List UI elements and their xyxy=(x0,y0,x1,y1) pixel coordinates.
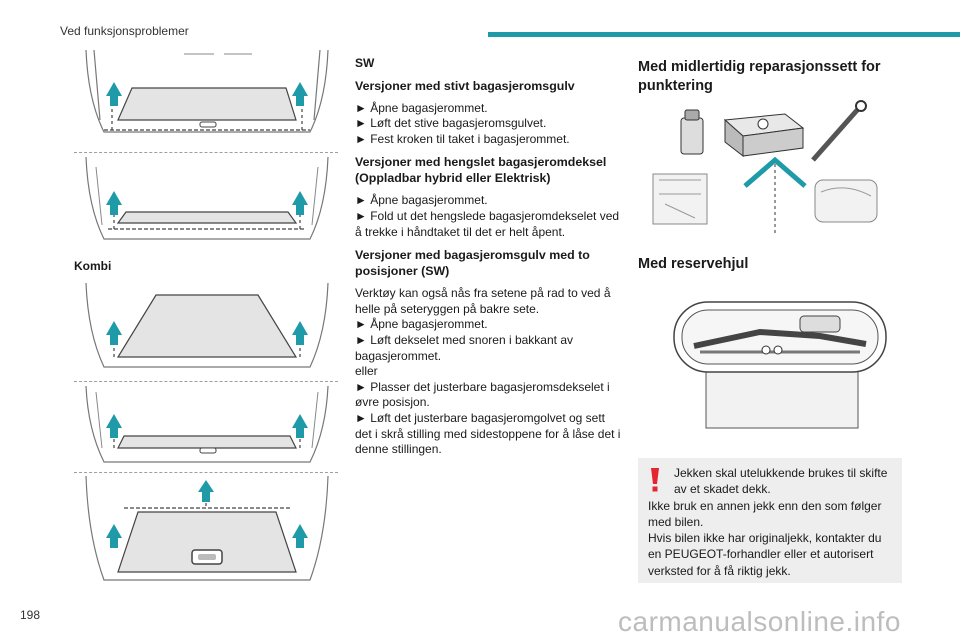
trunk-illustration-sw-rigid-floor xyxy=(85,50,329,133)
instruction-line: ► Åpne bagasjerommet. xyxy=(355,100,488,115)
repair-kit-illustration xyxy=(652,100,878,234)
warning-box: Jekken skal utelukkende brukes til skift… xyxy=(638,458,902,583)
instruction-line: ► Fold ut det hengslede bagasjeromdeksel… xyxy=(355,208,620,239)
warning-text-jack-use: Jekken skal utelukkende brukes til skift… xyxy=(674,466,888,497)
figure-separator xyxy=(74,472,338,473)
trunk-illustration-kombi-open xyxy=(85,283,329,368)
instruction-line: ► Løft det stive bagasjeromsgulvet. xyxy=(355,116,547,131)
repair-kit-heading: Med midlertidig reparasjonssett for punk… xyxy=(638,59,881,94)
warning-text-other-jack: Ikke bruk en annen jekk enn den som følg… xyxy=(648,498,882,529)
instruction-line: Verktøy kan også nås fra setene på rad t… xyxy=(355,286,611,316)
spare-wheel-heading: Med reservehjul xyxy=(638,256,749,272)
instruction-line: ► Åpne bagasjerommet. xyxy=(355,317,488,332)
repair-kit-heading-block: Med midlertidig reparasjonssett for punk… xyxy=(638,58,902,96)
header-accent-bar xyxy=(488,32,960,37)
sw-label: SW xyxy=(355,56,375,70)
instruction-line: ► Fest kroken til taket i bagasjerommet. xyxy=(355,131,570,146)
trunk-illustration-kombi-upper xyxy=(85,386,329,463)
section-heading: Versjoner med bagasjeromsgulv med to pos… xyxy=(355,248,590,279)
instruction-line: eller xyxy=(355,364,378,379)
watermark: carmanualsonline.info xyxy=(618,606,901,637)
page-number: 198 xyxy=(20,608,41,622)
figure-separator xyxy=(74,381,338,382)
instruction-line: ► Plasser det justerbare bagasjeromsdeks… xyxy=(355,379,610,410)
trunk-illustration-sw-hinged-cover xyxy=(85,157,329,240)
figure-separator xyxy=(74,152,338,153)
warning-text-dealer: Hvis bilen ikke har originaljekk, kontak… xyxy=(648,531,882,578)
trunk-illustration-kombi-floor-handle xyxy=(85,476,329,581)
page-header-title: Ved funksjonsproblemer xyxy=(60,24,189,38)
instruction-line: ► Løft det justerbare bagasjeromgolvet o… xyxy=(355,410,621,457)
spare-wheel-heading-block: Med reservehjul xyxy=(638,255,902,274)
instruction-line: ► Løft dekselet med snoren i bakkant av … xyxy=(355,332,573,363)
section-heading: Versjoner med hengslet bagasjeromdeksel … xyxy=(355,155,607,186)
section-heading: Versjoner med stivt bagasjeromsgulv xyxy=(355,78,575,93)
instruction-line: ► Åpne bagasjerommet. xyxy=(355,193,488,208)
instructions-column: SW Versjoner med stivt bagasjeromsgulv ►… xyxy=(355,56,623,458)
spare-wheel-illustration xyxy=(673,301,887,429)
kombi-label: Kombi xyxy=(74,259,112,273)
exclamation-icon xyxy=(651,468,659,492)
